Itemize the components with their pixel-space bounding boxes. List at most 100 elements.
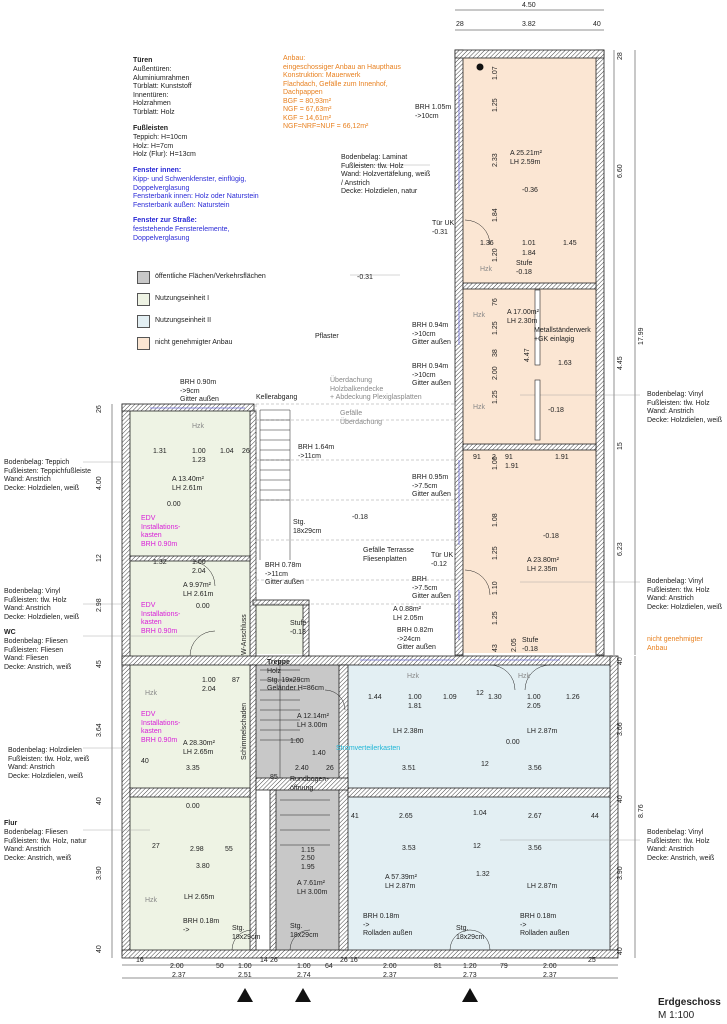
dim-bot-16: 16 <box>136 957 144 964</box>
flur-brh-arrow: -> <box>183 926 190 934</box>
stair-line-2: Stg. 19x29cm <box>267 676 310 684</box>
annex-top-dim-120: 1.20 <box>492 248 499 262</box>
legend-label-unit2: Nutzungseinheit II <box>155 317 212 324</box>
annex-mid-brh-1: BRH 0.94m <box>412 322 449 329</box>
room2-edv-2: Installations- <box>141 610 181 618</box>
flur-stair-name: Stg. <box>232 925 245 932</box>
wc-stufe: Stufe <box>290 620 307 627</box>
room1-floor-3: Wand: Anstrich <box>4 476 51 483</box>
flur-heading: Flur <box>4 820 18 827</box>
notes-doors-line-4: Innentüren: <box>133 91 169 99</box>
public-fill-hall <box>276 790 339 950</box>
annex-bot-floor-2: Fußleisten: tlw. Holz <box>647 586 710 594</box>
room1-area: A 13.40m² <box>172 476 204 483</box>
room3-edv-4: BRH 0.90m <box>141 736 178 744</box>
center2-lh: LH 3.00m <box>297 888 328 896</box>
dim-bot-16b: 16 <box>350 957 358 964</box>
courtyard-brh-2: ->11cm <box>298 452 322 460</box>
dim-bot-200b: 2.00 <box>383 963 397 970</box>
room3-schimmel: Schimmelschaden <box>241 702 248 760</box>
right2-dim-132: 1.32 <box>476 871 490 878</box>
notes-doors-line-5: Holzrahmen <box>133 100 171 107</box>
right2-lh2: LH 2.87m <box>527 883 558 890</box>
center1-dim-140: 1.40 <box>312 750 326 757</box>
room2-floor-1: Bodenbelag: Vinyl <box>4 588 61 595</box>
annex-bot-stufe: Stufe <box>522 637 539 644</box>
unit1-fill-wc <box>253 604 303 654</box>
dim-right-660: 6.60 <box>617 164 624 178</box>
dim-bot-50: 50 <box>216 963 224 970</box>
flur-floor-1: Bodenbelag: Fliesen <box>4 829 68 836</box>
dim-bot-100a: 1.00 <box>238 963 252 970</box>
notes-doors-line-6: Türblatt: Holz <box>133 108 175 116</box>
right2-floor-1: Bodenbelag: Vinyl <box>647 829 704 836</box>
dim-left-364: 3.64 <box>96 723 103 737</box>
flur-floor-2: Fußleisten: tlw. Holz, natur <box>4 837 87 845</box>
annex-bot-dim-2: 2 <box>492 454 496 461</box>
right1-dim-181: 1.81 <box>408 703 422 710</box>
notes-window-street-heading: Fenster zur Straße: <box>133 217 197 224</box>
annex-bot-dim-100: 1.00 <box>492 456 499 470</box>
room3-floor-3: Wand: Anstrich <box>8 764 55 771</box>
room1-hzk: Hzk <box>192 423 205 430</box>
drawing-scale: M 1:100 <box>658 1010 695 1021</box>
room2-dim-100: 1.00 <box>192 559 206 566</box>
right2-area: A 57.39m² <box>385 874 417 881</box>
dim-right-445: 4.45 <box>617 356 624 370</box>
courtyard-kellerabgang: Kellerabgang <box>256 394 298 401</box>
notes-window-street-line-1: feststehende Fensterelemente, <box>133 226 230 233</box>
right2-stair-name: Stg. <box>456 925 469 932</box>
annex-bot-brh-6: Gitter außen <box>412 593 451 600</box>
annex-mid-dim-163: 1.63 <box>558 360 572 367</box>
dim-top-c: 40 <box>593 21 601 28</box>
wc-stufe-level: -0.18 <box>290 628 306 636</box>
flur-lh: LH 2.65m <box>184 894 215 901</box>
dim-left-298: 2.98 <box>96 598 103 612</box>
annex-top-hzk: Hzk <box>480 266 493 273</box>
room1-floor-1: Bodenbelag: Teppich <box>4 459 70 466</box>
public-fill-stair <box>255 658 347 778</box>
room2-dim-204: 2.04 <box>192 568 206 575</box>
room1-dim-104: 1.04 <box>220 448 234 455</box>
dim-top-b: 3.82 <box>522 21 536 28</box>
room1-brh-2: ->9cm <box>180 387 200 395</box>
room2-floor-2: Fußleisten: tlw. Holz <box>4 596 67 604</box>
right2-brh-1: BRH 0.18m <box>363 913 400 920</box>
dim-left-12: 12 <box>96 554 103 562</box>
room2-edv-3: kasten <box>141 619 162 626</box>
room1-floor-4: Decke: Holzdielen, weiß <box>4 484 80 492</box>
annex-bot-dim-110: 1.10 <box>492 581 499 595</box>
notes-window-inner-line-1: Kipp- und Schwenkfenster, einflügig, <box>133 176 247 183</box>
windows <box>150 85 560 661</box>
annex-bot-dim-191a: 1.91 <box>505 463 519 470</box>
annex-top-floor-5: Decke: Holzdielen, natur <box>341 188 418 195</box>
room1-brh-1: BRH 0.90m <box>180 379 217 386</box>
center1-stromverteiler: Stromverteilerkasten <box>336 745 401 752</box>
annex-fill-mid <box>463 289 596 444</box>
room2-area: A 9.97m² <box>183 582 212 589</box>
annex-bot-brh-8: ->24cm <box>397 635 421 643</box>
notes-baseboard-line-3: Holz (Flur): H=13cm <box>133 151 196 158</box>
right1-hzk-1: Hzk <box>407 673 420 680</box>
legend-swatch-unit2 <box>137 315 150 328</box>
annex-mid-level: -0.18 <box>548 407 564 414</box>
courtyard-roof-2: Holzbalkendecke <box>330 385 384 393</box>
dim-left-400: 4.00 <box>96 476 103 490</box>
annex-mid-dim-38: 38 <box>492 349 499 357</box>
room3-dim-87: 87 <box>232 677 240 684</box>
room1-edv-2: Installations- <box>141 523 181 531</box>
entrance-marker-3 <box>462 988 478 1002</box>
annex-mid-floor-3: Wand: Anstrich <box>647 408 694 415</box>
courtyard-brh-1: BRH 1.64m <box>298 444 335 451</box>
right1-dim-126: 1.26 <box>566 694 580 701</box>
room2-lh: LH 2.61m <box>183 590 214 598</box>
annex-bot-door: Tür UK <box>431 552 454 559</box>
room2-floor-4: Decke: Holzdielen, weiß <box>4 613 80 621</box>
dim-bot-274: 2.74 <box>297 972 311 979</box>
right2-dim-12: 12 <box>473 843 481 850</box>
annex-note-line-3: Konstruktion: Mauerwerk <box>283 72 361 79</box>
legend-swatch-annex <box>137 337 150 350</box>
annex-mid-dim-200: 2.00 <box>492 366 499 380</box>
annex-top-floor-2: Fußleisten: tlw. Holz <box>341 162 404 170</box>
annex-fill-top <box>463 58 596 283</box>
